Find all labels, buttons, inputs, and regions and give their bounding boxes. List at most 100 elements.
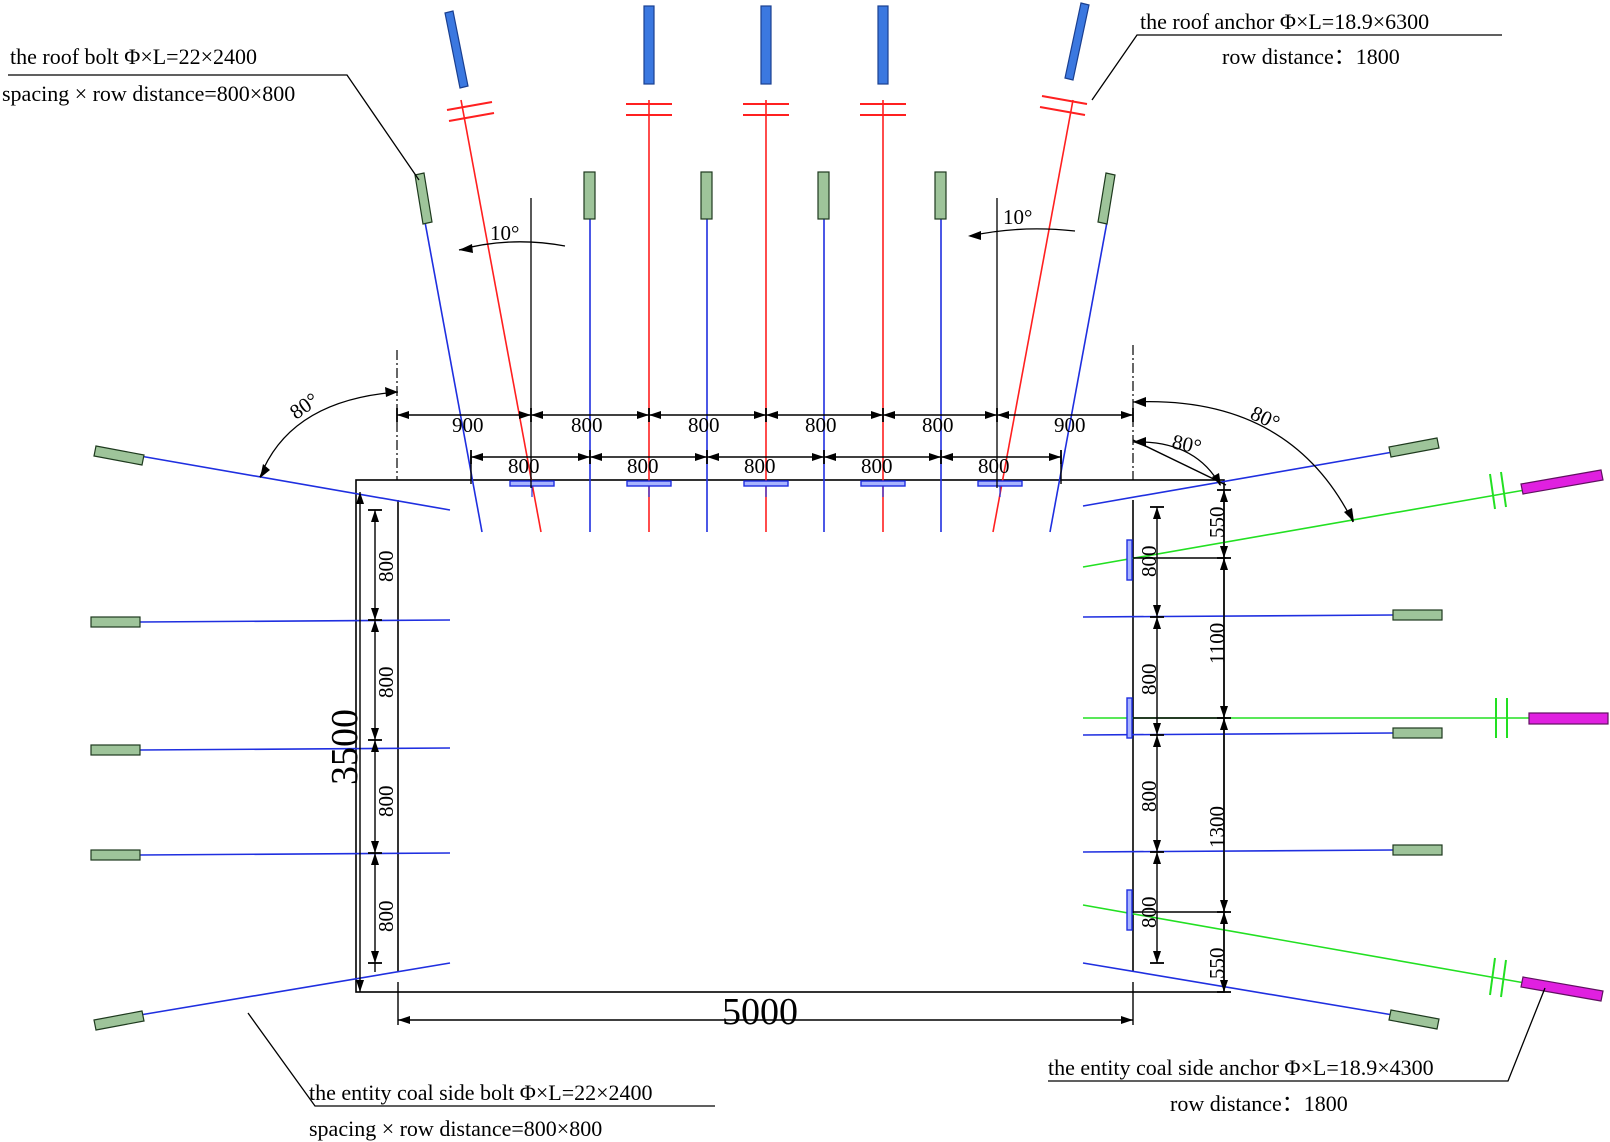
angle-left-roof: 10° (490, 221, 519, 245)
roof-bolt-heads (414, 171, 1116, 225)
dimension-arrowhead (649, 411, 661, 419)
dim-right-bolt: 800 (1137, 546, 1161, 578)
left-wall-dimension-labels: 800 800 800 800 (374, 551, 398, 933)
dimension-arrowhead (1121, 1016, 1133, 1024)
left-side-bolt-heads (90, 445, 145, 1031)
dim-roof-anchor: 800 (978, 454, 1010, 478)
dimension-arrowhead (531, 411, 543, 419)
right-bolt-dimension-labels: 800 800 800 800 (1137, 546, 1161, 929)
dim-right-bolt: 800 (1137, 664, 1161, 696)
dimension-arrowhead (519, 411, 531, 419)
dimension-arrowhead (356, 492, 364, 504)
left-side-bolts (139, 455, 451, 1016)
dim-right-anchor: 550 (1205, 507, 1229, 539)
dim-left-wall: 800 (374, 786, 398, 818)
roof-anchor-label-line2: row distance：1800 (1222, 44, 1400, 69)
angle-right-roof: 10° (1003, 205, 1032, 229)
dim-right-anchor: 1100 (1205, 623, 1229, 664)
dimension-arrowhead (1220, 980, 1228, 992)
dim-roof-anchor: 800 (508, 454, 540, 478)
dimension-arrowhead (371, 951, 379, 963)
angle-right-corner-outer: 80° (1247, 401, 1284, 435)
dim-left-wall: 800 (374, 901, 398, 933)
dimension-arrowhead (1049, 453, 1061, 461)
roadway-outline (355, 479, 1225, 993)
dimension-arrowhead (1153, 723, 1161, 735)
dimension-arrowhead (707, 453, 719, 461)
side-anchor-heads (1520, 469, 1609, 1002)
dimension-lines (359, 414, 1227, 1025)
dimension-arrowhead (578, 453, 590, 461)
dimension-arrowhead (766, 411, 778, 419)
dimension-arrowhead (1220, 900, 1228, 912)
dim-roof-anchor: 800 (627, 454, 659, 478)
right-side-bolt-heads (1388, 437, 1443, 1030)
dim-width: 5000 (722, 991, 798, 1033)
side-bolt-label-line2: spacing × row distance=800×800 (309, 1116, 602, 1141)
roof-anchor-locks (446, 95, 1088, 122)
angle-right-corner-inner: 80° (1170, 429, 1204, 459)
roof-bolt-label-line2: spacing × row distance=800×800 (2, 81, 295, 106)
dimension-arrowheads (356, 411, 1228, 1024)
dimension-arrowhead (1220, 718, 1228, 730)
dim-left-height: 3500 (324, 709, 366, 785)
dimension-arrowhead (1121, 411, 1133, 419)
dim-roof-top: 800 (922, 413, 954, 437)
dimension-arrowhead (471, 453, 483, 461)
dimension-arrowhead (883, 411, 895, 419)
roof-angle-arrowheads (459, 231, 981, 253)
dimension-arrowhead (1220, 490, 1228, 502)
dimension-arrowhead (356, 980, 364, 992)
dim-roof-top: 800 (688, 413, 720, 437)
dimension-arrowhead (1153, 735, 1161, 747)
roof-angle-markers (458, 198, 1076, 488)
dim-right-anchor: 550 (1205, 948, 1229, 980)
dimension-arrowhead (1153, 617, 1161, 629)
dimension-arrowhead (997, 411, 1009, 419)
dim-left-wall: 800 (374, 551, 398, 583)
dim-roof-top: 800 (805, 413, 837, 437)
dimension-arrowhead (1153, 951, 1161, 963)
dimension-arrowhead (371, 740, 379, 752)
plate-stems (531, 486, 1001, 497)
dimension-arrowhead (637, 411, 649, 419)
side-anchor-label-line2: row distance：1800 (1170, 1091, 1348, 1116)
roof-bolt-label-line1: the roof bolt Φ×L=22×2400 (10, 44, 257, 69)
dim-right-bolt: 800 (1137, 897, 1161, 929)
side-anchor-locks (1489, 471, 1508, 998)
dimension-arrowhead (371, 608, 379, 620)
roof-top-dimension-labels: 900 800 800 800 800 900 (452, 413, 1086, 437)
right-anchor-dimension-labels: 550 1100 1300 550 (1205, 507, 1229, 980)
dimension-arrowhead (1153, 507, 1161, 519)
dimension-arrowhead (1220, 546, 1228, 558)
side-bolt-label-line1: the entity coal side bolt Φ×L=22×2400 (309, 1080, 653, 1105)
dimension-arrowhead (1220, 558, 1228, 570)
dimension-arrowhead (695, 453, 707, 461)
bearing-plates (509, 480, 1133, 931)
dimension-arrowhead (371, 853, 379, 865)
dim-roof-anchor: 800 (744, 454, 776, 478)
dimension-arrowhead (871, 411, 883, 419)
roof-anchor-label-line1: the roof anchor Φ×L=18.9×6300 (1140, 9, 1429, 34)
dim-right-bolt: 800 (1137, 781, 1161, 813)
dimension-arrowhead (824, 453, 836, 461)
corner-angle-arrowheads (260, 387, 1354, 522)
dimension-arrowhead (1153, 852, 1161, 864)
dimension-arrowhead (812, 453, 824, 461)
dim-roof-top: 900 (1054, 413, 1086, 437)
leader-lines (8, 34, 1546, 1107)
dimension-arrowhead (985, 411, 997, 419)
dim-roof-top: 900 (452, 413, 484, 437)
dimension-ticks (368, 408, 1231, 993)
dim-roof-anchor: 800 (861, 454, 893, 478)
dimension-arrowhead (398, 1016, 410, 1024)
angle-left-corner: 80° (285, 388, 323, 425)
right-side-bolts (1082, 451, 1394, 1016)
dimension-arrowhead (371, 620, 379, 632)
dim-roof-top: 800 (571, 413, 603, 437)
dim-left-wall: 800 (374, 667, 398, 699)
dimension-arrowhead (1220, 706, 1228, 718)
dimension-arrowhead (1153, 840, 1161, 852)
dimension-arrowhead (941, 453, 953, 461)
